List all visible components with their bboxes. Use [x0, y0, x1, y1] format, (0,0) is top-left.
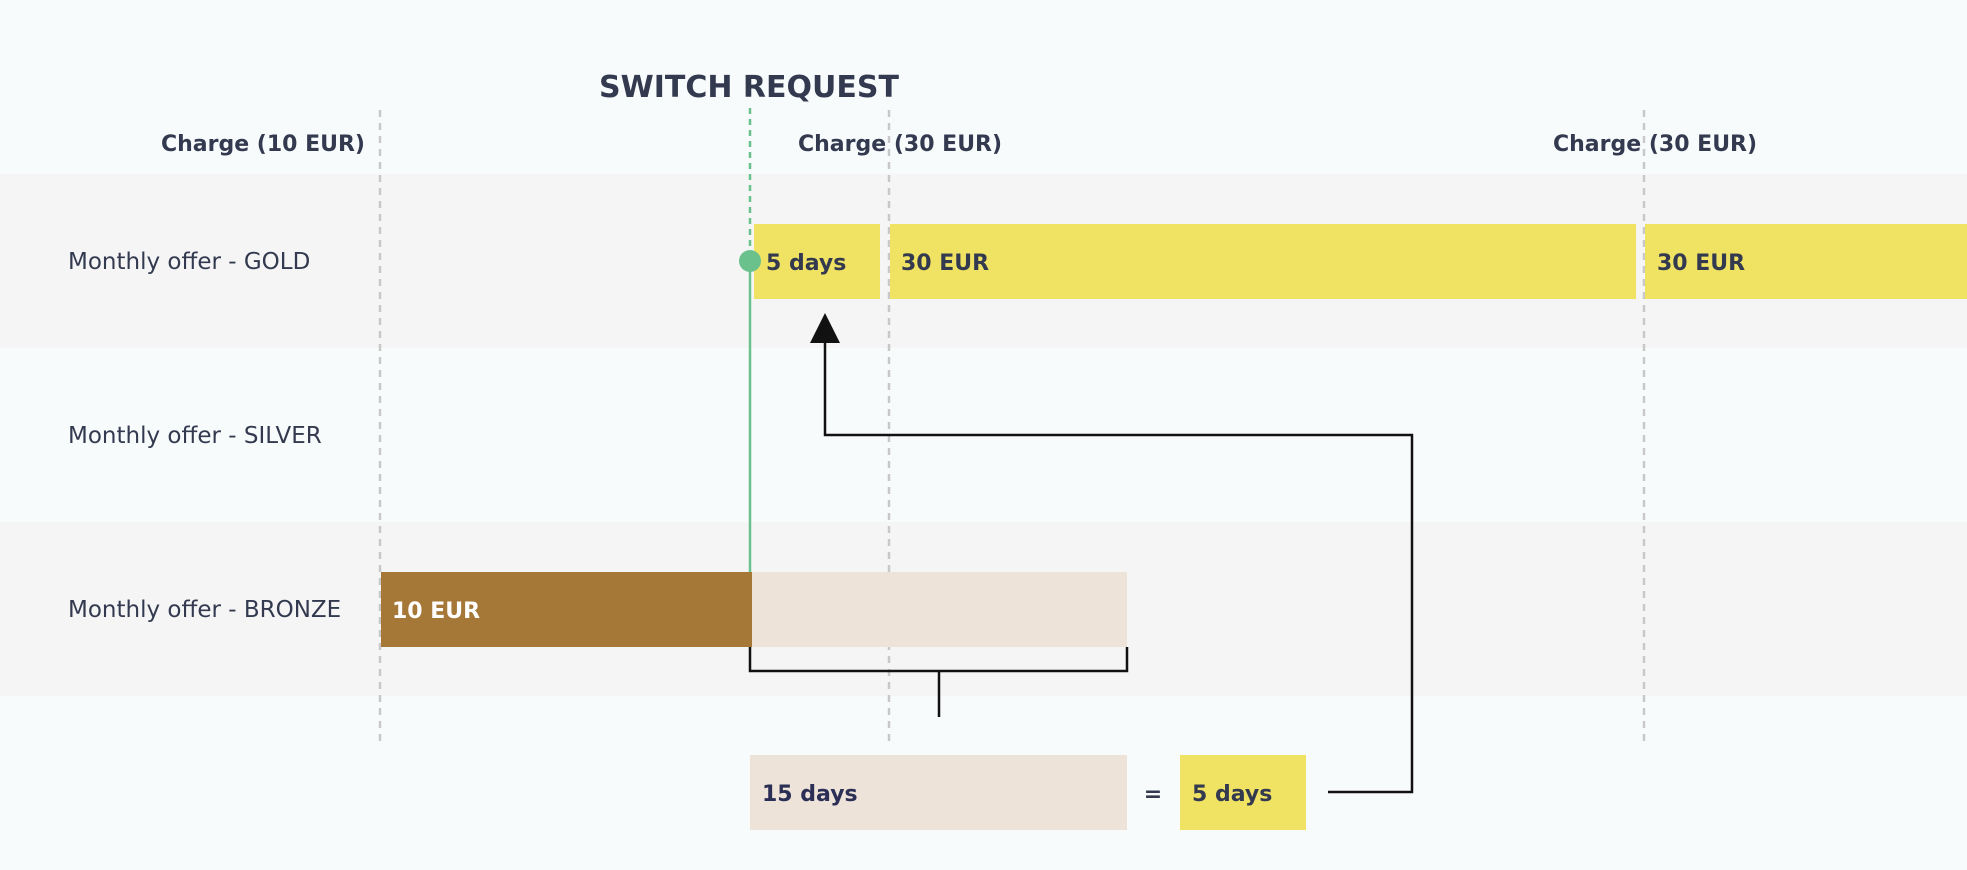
conversion-arrow: [810, 313, 1414, 794]
calc-box-converted: [1180, 755, 1306, 830]
calc-remaining-label: 15 days: [762, 782, 858, 807]
gold-bar-period-two: [1645, 224, 1967, 299]
gold-bar-period-one-label: 30 EUR: [901, 251, 989, 276]
charge-label-first: Charge (10 EUR): [161, 132, 365, 157]
bronze-bar-used-label: 10 EUR: [392, 599, 480, 624]
gold-bar-period-two-label: 30 EUR: [1657, 251, 1745, 276]
calc-equals-sign: =: [1144, 782, 1162, 807]
row-label-gold: Monthly offer - GOLD: [68, 249, 310, 275]
row-label-bronze: Monthly offer - BRONZE: [68, 597, 341, 623]
bronze-bar-used: [381, 572, 752, 647]
calc-box-remaining: [750, 755, 1127, 830]
calc-converted-label: 5 days: [1192, 782, 1272, 807]
charge-label-third: Charge (30 EUR): [1553, 132, 1757, 157]
gold-bar-period-one: [890, 224, 1636, 299]
gold-bar-prorated-label: 5 days: [766, 251, 846, 276]
gold-bar-prorated: [754, 224, 880, 299]
page-title: SWITCH REQUEST: [599, 70, 899, 105]
bronze-bar-remaining: [752, 572, 1127, 647]
switch-point-dot: [739, 250, 761, 272]
row-label-silver: Monthly offer - SILVER: [68, 423, 322, 449]
charge-label-second: Charge (30 EUR): [798, 132, 1002, 157]
